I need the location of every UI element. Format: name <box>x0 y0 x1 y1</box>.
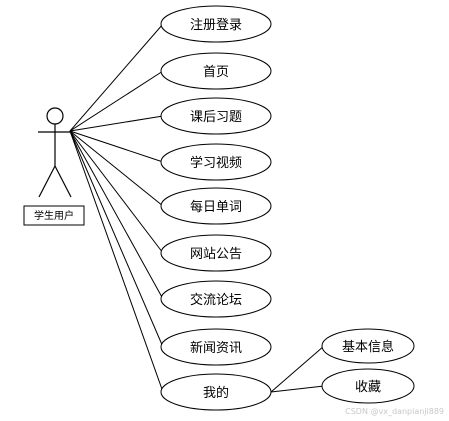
sub-use-case-label: 基本信息 <box>342 339 394 355</box>
use-case-home: 首页 <box>160 52 272 90</box>
use-case-ellipse <box>160 373 272 411</box>
use-case-label: 新闻资讯 <box>190 340 242 356</box>
use-case-exercises: 课后习题 <box>160 97 272 135</box>
use-case-ellipse <box>160 143 272 181</box>
association-line-basic-info <box>270 345 325 393</box>
use-case-label: 注册登录 <box>190 18 242 33</box>
association-line-news <box>69 130 164 348</box>
use-case-ellipse <box>160 97 272 135</box>
sub-use-case-ellipse <box>321 328 415 364</box>
use-case-ellipse <box>160 5 272 43</box>
use-case-mine: 我的 <box>160 373 272 411</box>
use-case-study-video: 学习视频 <box>160 143 272 181</box>
association-line-forum <box>69 130 164 300</box>
sub-use-case-label: 收藏 <box>355 380 381 395</box>
use-case-forum: 交流论坛 <box>160 280 272 318</box>
use-case-ellipse <box>160 52 272 90</box>
use-case-ellipse <box>160 280 272 318</box>
use-case-label: 网站公告 <box>190 247 242 262</box>
use-case-label: 每日单词 <box>190 199 242 215</box>
actor-label: 学生用户 <box>34 209 74 222</box>
use-case-ellipse <box>160 234 272 272</box>
use-case-label: 首页 <box>203 65 229 80</box>
use-case-daily-word: 每日单词 <box>160 187 272 225</box>
sub-use-case-favorites: 收藏 <box>321 368 415 404</box>
association-line-mine <box>69 130 164 393</box>
association-line-daily-word <box>69 130 164 207</box>
use-case-news: 新闻资讯 <box>160 328 272 366</box>
actor-label-box <box>23 205 85 226</box>
actor-head <box>46 107 64 125</box>
use-case-register-login: 注册登录 <box>160 5 272 43</box>
use-case-ellipse <box>160 187 272 225</box>
use-case-label: 我的 <box>203 385 229 401</box>
association-lines <box>69 23 325 393</box>
actor-right-leg <box>54 165 72 198</box>
association-line-register-login <box>69 23 164 132</box>
association-line-site-notice <box>69 130 164 254</box>
use-case-label: 学习视频 <box>190 155 242 171</box>
use-case-label: 课后习题 <box>190 110 242 125</box>
use-case-label: 交流论坛 <box>190 292 242 308</box>
association-line-home <box>69 70 164 132</box>
sub-use-case-ellipse <box>321 368 415 404</box>
association-line-study-video <box>69 130 164 163</box>
actor-student-user: 学生用户 <box>23 107 85 226</box>
use-case-ellipse <box>160 328 272 366</box>
use-case-site-notice: 网站公告 <box>160 234 272 272</box>
association-line-exercises <box>69 115 164 132</box>
watermark: CSDN @vx_danpianji889 <box>345 407 444 416</box>
sub-use-case-basic-info: 基本信息 <box>321 328 415 364</box>
actor-left-leg <box>38 165 56 198</box>
association-line-favorites <box>270 385 325 393</box>
